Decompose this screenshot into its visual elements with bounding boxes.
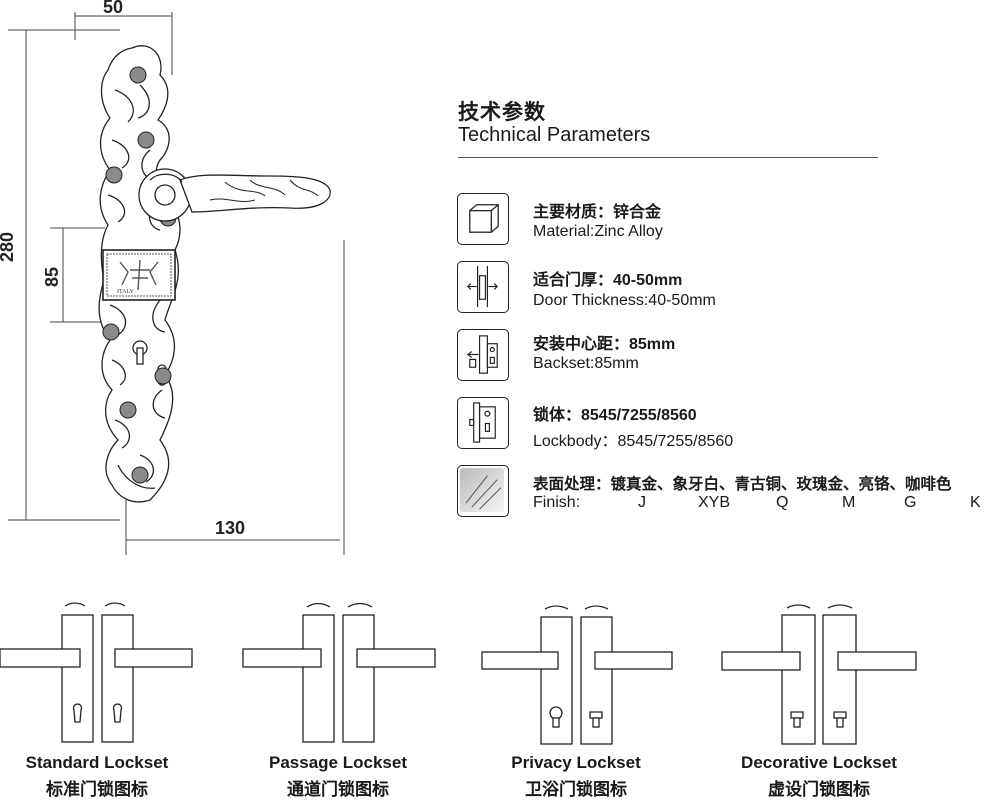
lockset-diagrams xyxy=(0,602,917,745)
finish-code-g: G xyxy=(904,494,917,511)
decorative-lockset-label-cn: 虚设门锁图标 xyxy=(768,780,870,799)
ornate-backplate xyxy=(98,45,181,503)
spec-material-en: Material:Zinc Alloy xyxy=(533,223,663,240)
spec-lockbody-en: Lockbody：8545/7255/8560 xyxy=(533,433,734,450)
finish-code-j: J xyxy=(638,494,646,511)
dim-center-label: 85 xyxy=(42,267,62,287)
spec-backset-en: Backset:85mm xyxy=(533,355,639,372)
spec-door-thickness-en: Door Thickness:40-50mm xyxy=(533,292,716,309)
title-divider xyxy=(458,157,878,158)
dim-width-label: 50 xyxy=(103,0,123,17)
badge-text: ITALY xyxy=(117,289,135,295)
standard-lockset-label: Standard Lockset xyxy=(25,753,169,772)
standard-lockset-diagram xyxy=(0,602,193,743)
privacy-lockset-label: Privacy Lockset xyxy=(511,753,641,772)
product-drawing: ITALY 50 280 85 130 xyxy=(0,0,345,555)
finish-swatch-icon xyxy=(457,465,509,517)
finish-code-xyb: XYB xyxy=(698,494,731,511)
spec-material-cn: 主要材质：锌合金 xyxy=(533,204,662,221)
decorative-lockset-diagram xyxy=(721,604,917,745)
spec-door-thickness-cn: 适合门厚：40-50mm xyxy=(533,272,683,289)
dim-handle-label: 130 xyxy=(215,518,245,538)
passage-lockset-label-cn: 通道门锁图标 xyxy=(287,780,389,799)
standard-lockset-label-cn: 标准门锁图标 xyxy=(46,780,148,799)
backset-icon xyxy=(457,329,509,381)
finish-code-k: K xyxy=(970,494,981,511)
passage-lockset-diagram xyxy=(242,602,436,743)
technical-title-en: Technical Parameters xyxy=(458,124,651,146)
privacy-lockset-label-cn: 卫浴门锁图标 xyxy=(525,780,627,799)
spec-backset-cn: 安装中心距：85mm xyxy=(533,336,676,353)
finish-code-m: M xyxy=(842,494,856,511)
privacy-lockset-diagram xyxy=(481,605,673,745)
passage-lockset-label: Passage Lockset xyxy=(269,753,407,772)
dim-height-label: 280 xyxy=(0,232,17,262)
lockbody-icon xyxy=(457,397,509,449)
door-thickness-icon xyxy=(457,261,509,313)
spec-finish-cn: 表面处理：镀真金、象牙白、青古铜、玫瑰金、亮铬、咖啡色 xyxy=(533,476,952,493)
spec-lockbody-cn: 锁体：8545/7255/8560 xyxy=(533,407,697,424)
spec-finish-en: Finish: xyxy=(533,494,581,511)
lever-handle xyxy=(138,168,331,222)
technical-title-cn: 技术参数 xyxy=(458,101,546,124)
decorative-lockset-label: Decorative Lockset xyxy=(741,753,897,772)
cube-icon xyxy=(457,193,509,245)
finish-code-q: Q xyxy=(776,494,789,511)
